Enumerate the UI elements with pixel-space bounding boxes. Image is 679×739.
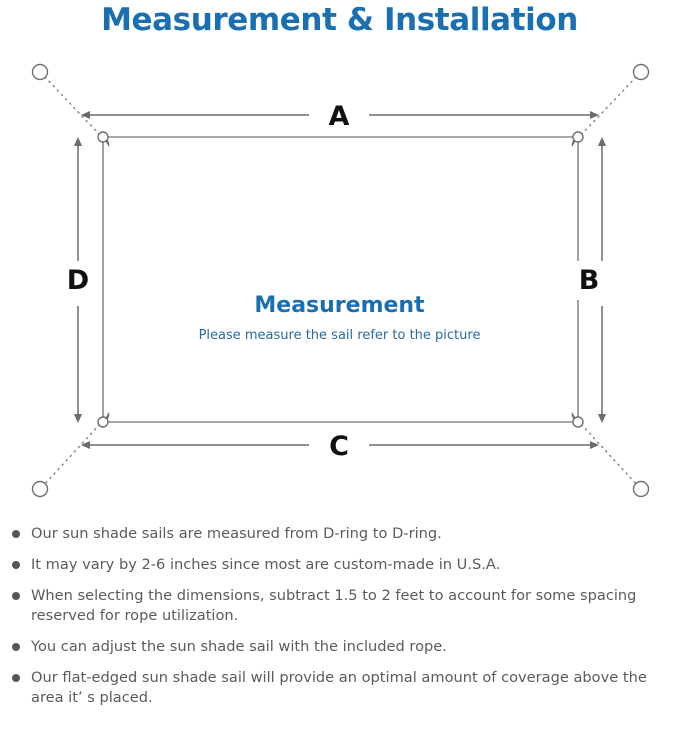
list-item-text: It may vary by 2-6 inches since most are… [31,556,501,573]
anchor-ring-top-left [31,63,49,81]
dimension-label-a: A [309,101,369,132]
list-item-text: You can adjust the sun shade sail with t… [31,638,447,655]
sail-center-label: Measurement [254,293,425,318]
rope-line-top-left [42,74,101,136]
bullet-icon [12,592,20,600]
list-item-text: Our sun shade sails are measured from D-… [31,525,442,542]
sail-center-sublabel: Please measure the sail refer to the pic… [198,328,481,343]
rope-line-bottom-right [580,423,639,487]
bullet-icon [12,674,20,682]
dimension-label-c: C [309,431,369,462]
sun-shade-sail-measurement-diagram: Measurement Please measure the sail refe… [0,50,679,520]
list-item: Our flat-edged sun shade sail will provi… [0,668,679,708]
list-item: When selecting the dimensions, subtract … [0,586,679,626]
sail-body [102,136,579,423]
bullet-icon [12,530,20,538]
d-ring-bottom-left [97,412,110,428]
anchor-ring-bottom-right [632,480,650,498]
d-ring-top-right [571,131,584,147]
list-item: You can adjust the sun shade sail with t… [0,637,679,657]
page-title: Measurement & Installation [101,2,578,38]
list-item-text: Our flat-edged sun shade sail will provi… [31,669,647,706]
anchor-ring-top-right [632,63,650,81]
list-item-text: When selecting the dimensions, subtract … [31,587,637,624]
diagram-canvas [31,63,650,498]
dimension-label-b: B [574,261,604,300]
anchor-ring-bottom-left [31,480,49,498]
rope-line-bottom-left [42,423,101,487]
rope-line-top-right [580,74,639,136]
bullet-icon [12,561,20,569]
list-item: It may vary by 2-6 inches since most are… [0,555,679,575]
d-ring-bottom-right [571,412,584,428]
d-ring-top-left [97,131,110,147]
notes-list: Our sun shade sails are measured from D-… [0,524,679,708]
bullet-icon [12,643,20,651]
dimension-label-d: D [63,261,93,300]
list-item: Our sun shade sails are measured from D-… [0,524,679,544]
